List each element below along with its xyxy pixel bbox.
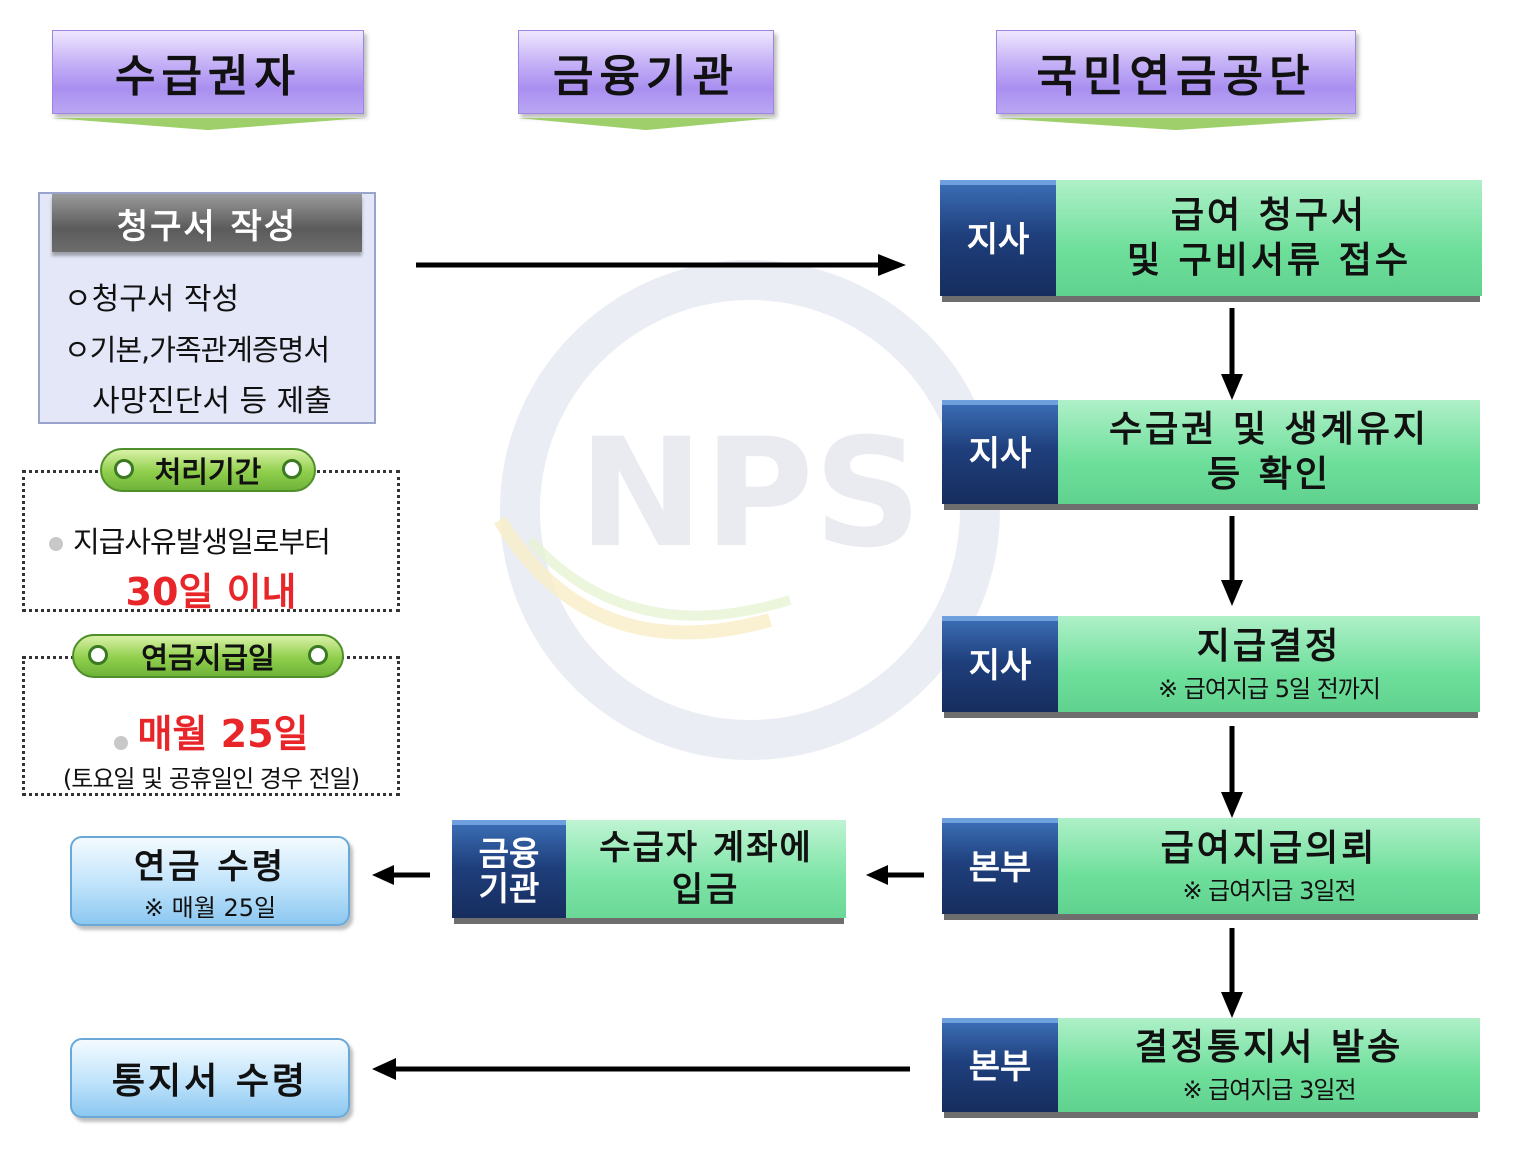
payday-box: 매월 25일 (토요일 및 공휴일인 경우 전일) <box>22 656 400 796</box>
step-body: 지급결정 ※ 급여지급 5일 전까지 <box>1058 616 1480 712</box>
bank-step-tag: 금융 기관 <box>452 820 566 918</box>
step-title: 급여지급의뢰 <box>1160 828 1378 869</box>
pill-dot-icon <box>282 459 302 479</box>
arrow-left-icon <box>372 1058 910 1080</box>
claim-line-3: 사망진단서 등 제출 <box>92 384 332 419</box>
step-title-line-2: 및 구비서류 접수 <box>1127 240 1411 281</box>
step-tag: 지사 <box>940 180 1056 296</box>
arrow-nps-to-bank <box>866 862 924 888</box>
receive-pension-box: 연금 수령 ※ 매월 25일 <box>70 836 350 926</box>
arrow-claim-to-nps <box>416 252 906 278</box>
column-header-recipient-label: 수급권자 <box>52 30 364 114</box>
processing-period-text: 지급사유발생일로부터 <box>73 525 331 559</box>
payday-note: (토요일 및 공휴일인 경우 전일) <box>62 765 360 793</box>
bank-step-tag-line-1: 금융 <box>478 833 540 873</box>
step-receive-claim: 지사 급여 청구서 및 구비서류 접수 <box>940 180 1482 296</box>
payday-pill: 연금지급일 <box>72 634 344 678</box>
bullet-icon <box>113 735 128 750</box>
arrow-down-1 <box>1219 308 1245 400</box>
column-header-tail <box>52 118 364 130</box>
processing-period-label: 처리기간 <box>154 455 262 489</box>
column-header-tail <box>996 118 1356 130</box>
arrow-down-2 <box>1219 516 1245 606</box>
column-header-tail <box>518 118 774 130</box>
step-body: 급여 청구서 및 구비서류 접수 <box>1056 180 1482 296</box>
receive-notice-title: 통지서 수령 <box>111 1061 309 1102</box>
step-title: 지급결정 <box>1196 626 1342 667</box>
bank-step-line-2: 입금 <box>671 870 741 910</box>
bank-step-line-1: 수급자 계좌에 <box>599 827 813 868</box>
processing-period-highlight: 30일 이내 <box>125 570 297 614</box>
step-tag: 본부 <box>942 1018 1058 1112</box>
step-bank-deposit: 금융 기관 수급자 계좌에 입금 <box>452 820 846 918</box>
step-payment-request: 본부 급여지급의뢰 ※ 급여지급 3일전 <box>942 818 1480 914</box>
claim-line-1: ㅇ청구서 작성 <box>64 282 240 317</box>
column-header-nps-label: 국민연금공단 <box>996 30 1356 114</box>
arrow-left-icon <box>372 865 430 885</box>
step-title-line-2: 등 확인 <box>1207 454 1331 495</box>
step-body: 수급권 및 생계유지 등 확인 <box>1058 400 1480 504</box>
claim-title: 청구서 작성 <box>52 194 362 252</box>
column-header-bank-label: 금융기관 <box>518 30 774 114</box>
column-header-nps: 국민연금공단 <box>996 30 1356 130</box>
step-body: 수급자 계좌에 입금 <box>566 820 846 918</box>
arrow-down-icon <box>1221 928 1243 1018</box>
arrow-left-icon <box>866 865 924 885</box>
column-header-bank: 금융기관 <box>518 30 774 130</box>
step-verify-eligibility: 지사 수급권 및 생계유지 등 확인 <box>942 400 1480 504</box>
pill-dot-icon <box>88 645 108 665</box>
processing-period-line: 지급사유발생일로부터 <box>49 519 331 561</box>
step-note: ※ 급여지급 3일전 <box>1182 1076 1356 1104</box>
step-send-notice: 본부 결정통지서 발송 ※ 급여지급 3일전 <box>942 1018 1480 1112</box>
arrow-bank-to-recipient <box>372 862 430 888</box>
arrow-notice-to-recipient <box>372 1056 910 1082</box>
bullet-icon <box>49 537 63 551</box>
payday-highlight-line: 매월 25일 <box>25 703 397 758</box>
arrow-down-icon <box>1221 308 1243 400</box>
claim-line-2: ㅇ기본,가족관계증명서 <box>64 333 330 367</box>
step-title-line-1: 수급권 및 생계유지 <box>1108 409 1430 450</box>
step-tag: 본부 <box>942 818 1058 914</box>
receive-pension-note: ※ 매월 25일 <box>143 894 277 922</box>
step-body: 결정통지서 발송 ※ 급여지급 3일전 <box>1058 1018 1480 1112</box>
arrow-right-icon <box>416 254 906 276</box>
pill-dot-icon <box>114 459 134 479</box>
step-body: 급여지급의뢰 ※ 급여지급 3일전 <box>1058 818 1480 914</box>
arrow-down-3 <box>1219 726 1245 818</box>
column-header-recipient: 수급권자 <box>52 30 364 130</box>
bank-step-tag-line-2: 기관 <box>478 868 540 908</box>
arrow-down-icon <box>1221 726 1243 818</box>
processing-period-box: 지급사유발생일로부터 30일 이내 <box>22 470 400 614</box>
step-note: ※ 급여지급 5일 전까지 <box>1158 675 1381 703</box>
nps-watermark-logo: NATIONAL PENSION SERVICE 국민연금공단 NPS <box>458 189 1030 780</box>
pill-dot-icon <box>308 645 328 665</box>
watermark-svg: NATIONAL PENSION SERVICE 국민연금공단 NPS <box>458 189 1000 760</box>
step-title-line-1: 급여 청구서 <box>1170 195 1368 236</box>
receive-pension-title: 연금 수령 <box>134 847 286 887</box>
step-note: ※ 급여지급 3일전 <box>1182 877 1356 905</box>
watermark-letters: NPS <box>578 407 922 581</box>
payday-highlight: 매월 25일 <box>137 712 309 756</box>
receive-notice-box: 통지서 수령 <box>70 1038 350 1118</box>
step-tag: 지사 <box>942 400 1058 504</box>
step-title: 결정통지서 발송 <box>1134 1027 1404 1068</box>
arrow-down-4 <box>1219 928 1245 1018</box>
step-tag: 지사 <box>942 616 1058 712</box>
processing-period-pill: 처리기간 <box>100 448 316 492</box>
payday-label: 연금지급일 <box>141 641 275 675</box>
arrow-down-icon <box>1221 516 1243 606</box>
claim-box: 청구서 작성 ㅇ청구서 작성 ㅇ기본,가족관계증명서 사망진단서 등 제출 <box>38 192 376 424</box>
step-payment-decision: 지사 지급결정 ※ 급여지급 5일 전까지 <box>942 616 1480 712</box>
